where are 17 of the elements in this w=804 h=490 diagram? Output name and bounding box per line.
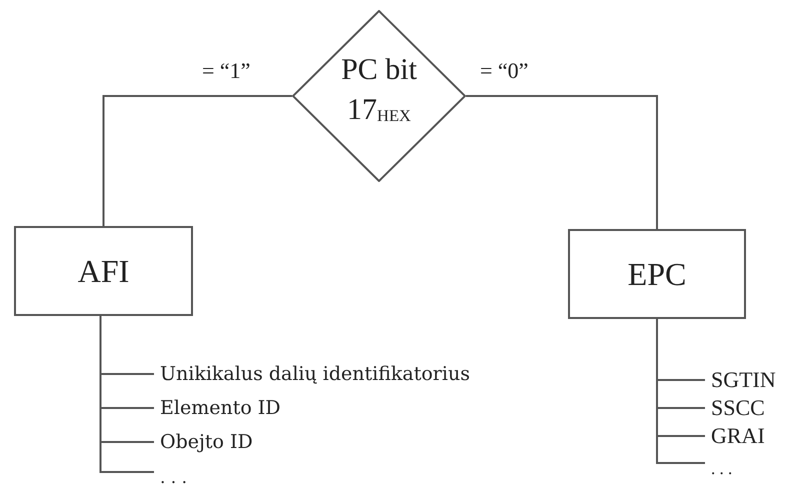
connector-line — [466, 95, 658, 229]
connector-line — [100, 316, 154, 473]
list-item-text: Unikikalus dalių identifikatorius — [160, 363, 470, 385]
list-item-text: Elemento ID — [160, 397, 281, 419]
connector-line — [656, 319, 705, 464]
list-item-text: SSCC — [711, 395, 765, 421]
box-title: AFI — [78, 252, 130, 290]
decision-diamond — [292, 10, 466, 182]
process-box — [14, 226, 193, 316]
list-item-text: . . . — [160, 468, 188, 488]
list-item-text: Obejto ID — [160, 431, 253, 453]
box-title: EPC — [628, 256, 686, 292]
process-box — [568, 229, 746, 319]
list-item-text: GRAI — [711, 423, 765, 449]
list-item-text: . . . — [711, 459, 732, 479]
connector-line — [102, 95, 292, 226]
list-item-text: SGTIN — [711, 367, 776, 393]
